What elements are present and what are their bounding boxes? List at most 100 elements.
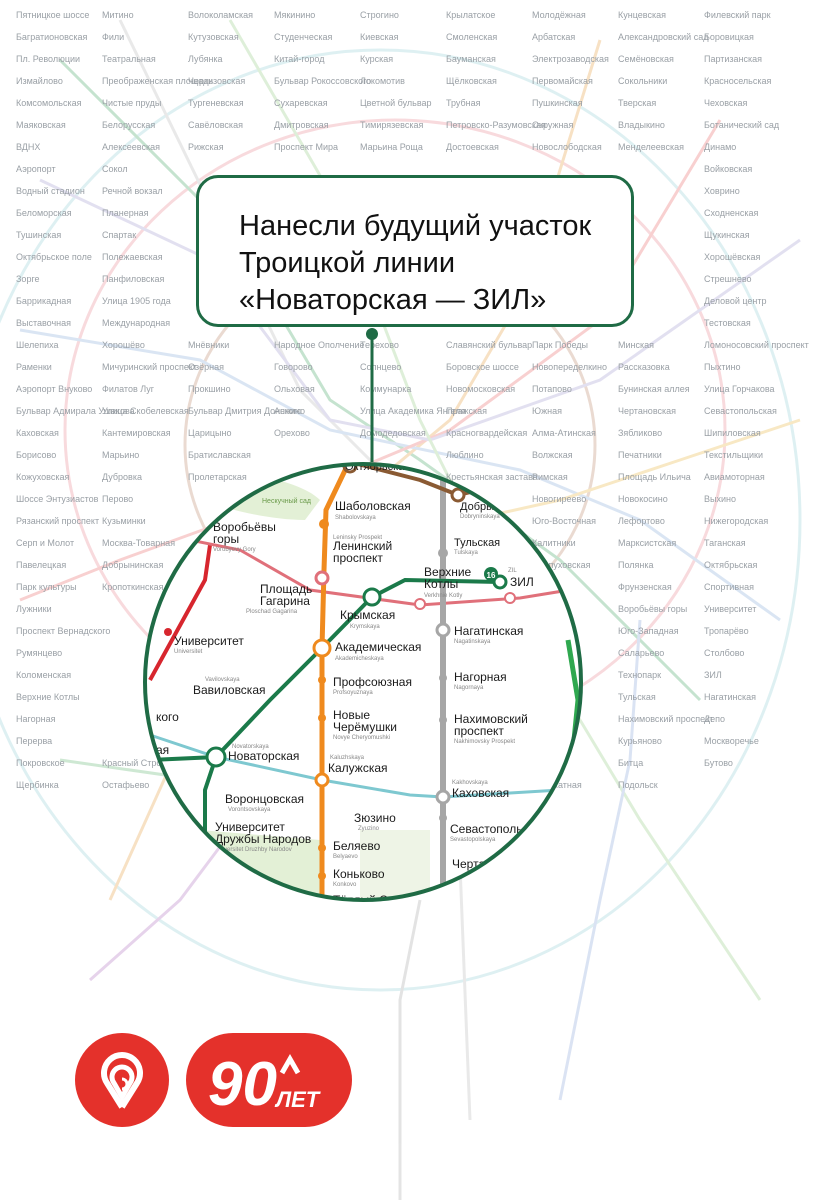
background-station-label: Павелецкая	[16, 560, 66, 570]
station-verkhnie-lat: Verkhnie Kotly	[424, 593, 462, 599]
background-station-label: Лужники	[16, 604, 52, 614]
station-gagarina-lat: Ploschad Gagarina	[246, 609, 298, 615]
station-belyaevo: Беляево	[333, 839, 381, 853]
background-station-label: Тушинская	[16, 230, 61, 240]
background-station-label: Калитники	[532, 538, 576, 548]
background-station-label: Технопарк	[618, 670, 661, 680]
background-station-label: Хорошёво	[102, 340, 145, 350]
background-station-label: Белорусская	[102, 120, 155, 130]
background-station-label: Юго-Восточная	[532, 516, 596, 526]
background-station-label: Остафьево	[102, 780, 149, 790]
background-station-label: Улица Горчакова	[704, 384, 775, 394]
background-station-label: Коломенская	[16, 670, 71, 680]
background-station-label: Митино	[102, 10, 134, 20]
background-station-label: Улица 1905 года	[102, 296, 171, 306]
background-station-label: Хорошёвская	[704, 252, 760, 262]
background-station-label: Молодёжная	[532, 10, 586, 20]
station-marker-dobryninskaya	[450, 487, 466, 503]
magnifier-lens: Нескучный сад	[143, 462, 583, 902]
background-station-label: Севастопольская	[704, 406, 777, 416]
background-station-label: Люблино	[446, 450, 484, 460]
station-vorobyovy-2: горы	[213, 532, 239, 546]
background-station-label: Царицыно	[188, 428, 232, 438]
background-station-label: Нагатинская	[704, 692, 756, 702]
background-station-label: Говорово	[274, 362, 313, 372]
neskuchny-label: Нескучный сад	[262, 497, 311, 505]
background-station-label: Речной вокзал	[102, 186, 163, 196]
station-gagarina-1: Площадь	[260, 582, 312, 596]
metro-90-years-logo: 90 ЛЕТ	[186, 1033, 352, 1127]
station-nagatinskaya: Нагатинская	[454, 624, 523, 638]
station-akademicheskaya: Академическая	[335, 640, 421, 654]
station-zyuzino: Зюзино	[354, 811, 396, 825]
background-station-label: Алексеевская	[102, 142, 160, 152]
background-station-label: Комсомольская	[16, 98, 82, 108]
background-station-label: Пыхтино	[704, 362, 740, 372]
station-marker-profsoyuznaya	[318, 676, 326, 684]
background-station-label: Москва-Товарная	[102, 538, 175, 548]
background-station-label: Красный Строитель	[102, 758, 185, 768]
background-station-label: Крылатское	[446, 10, 495, 20]
background-station-label: Киевская	[360, 32, 399, 42]
station-sevastopolskaya-lat: Sevastopolskaya	[450, 837, 496, 843]
station-cheryomushki-lat: Novye Cheryomushki	[333, 735, 390, 741]
station-verkhnie-1: Верхние	[424, 565, 472, 579]
station-nagornaya-lat: Nagornaya	[454, 685, 484, 691]
background-station-label: Мякинино	[274, 10, 315, 20]
station-rudn-2: Дружбы Народов	[215, 832, 311, 846]
background-station-label: Сокол	[102, 164, 128, 174]
background-station-label: Терехово	[360, 340, 399, 350]
station-universitet-lat: Universitet	[174, 649, 203, 655]
background-station-label: Солнцево	[360, 362, 401, 372]
background-station-label: Новослободская	[532, 142, 602, 152]
magnifier-border	[143, 462, 583, 902]
background-station-label: Беломорская	[16, 208, 72, 218]
background-station-label: Курьяново	[618, 736, 662, 746]
background-station-label: Стрешнево	[704, 274, 752, 284]
background-station-label: Первомайская	[532, 76, 593, 86]
station-nagornaya: Нагорная	[454, 670, 507, 684]
station-nagatinskaya-lat: Nagatinskaya	[454, 639, 491, 645]
station-marker-cheryomushki	[318, 714, 326, 722]
station-marker-nagatinskaya	[435, 622, 451, 638]
background-station-label: Тимирязевская	[360, 120, 423, 130]
background-station-label: Локомотив	[360, 76, 405, 86]
background-station-label: Международная	[102, 318, 170, 328]
background-station-label: Пролетарская	[188, 472, 247, 482]
background-station-label: Каховская	[16, 428, 59, 438]
station-vavilovskaya-lat: Vavilovskaya	[205, 677, 240, 683]
background-station-label: Кутузовская	[188, 32, 239, 42]
station-kaluzhskaya-lat: Kaluzhskaya	[330, 755, 365, 761]
background-station-label: Пл. Революции	[16, 54, 80, 64]
station-konkovo: Коньково	[333, 867, 385, 881]
background-station-label: Зорге	[16, 274, 40, 284]
background-station-label: Нагорная	[16, 714, 56, 724]
background-station-label: Бауманская	[446, 54, 496, 64]
background-station-label: Фили	[102, 32, 124, 42]
background-station-label: Добрынинская	[102, 560, 163, 570]
background-station-label: Динамо	[704, 142, 736, 152]
background-station-label: Озёрная	[188, 362, 224, 372]
background-station-label: Боровицкая	[704, 32, 754, 42]
background-station-label: Текстильщики	[704, 450, 763, 460]
background-station-label: Юго-Западная	[618, 626, 679, 636]
station-zyuzino-lat: Zyuzino	[358, 826, 380, 832]
station-marker-universitet	[164, 628, 172, 636]
station-marker-mck	[504, 592, 516, 604]
station-nakhimovsky-lat: Nakhimovsky Prospekt	[454, 739, 515, 745]
background-station-label: Красносельская	[704, 76, 772, 86]
station-vorontsovskaya: Воронцовская	[225, 792, 304, 806]
background-station-label: Пятницкое шоссе	[16, 10, 89, 20]
background-station-label: Верхние Котлы	[16, 692, 80, 702]
background-station-label: Новомосковская	[446, 384, 515, 394]
background-station-label: Панфиловская	[102, 274, 165, 284]
background-station-label: Шелепиха	[16, 340, 59, 350]
background-station-label: Сухаревская	[274, 98, 328, 108]
station-marker-novatorskaya	[205, 746, 227, 768]
line-16-badge-bg	[484, 567, 498, 581]
station-marker-zil	[492, 574, 508, 590]
station-krymskaya: Крымская	[340, 608, 395, 622]
background-station-label: Филевский парк	[704, 10, 771, 20]
background-station-label: Проспект Вернадского	[16, 626, 110, 636]
station-akademicheskaya-lat: Akademicheskaya	[335, 656, 384, 662]
